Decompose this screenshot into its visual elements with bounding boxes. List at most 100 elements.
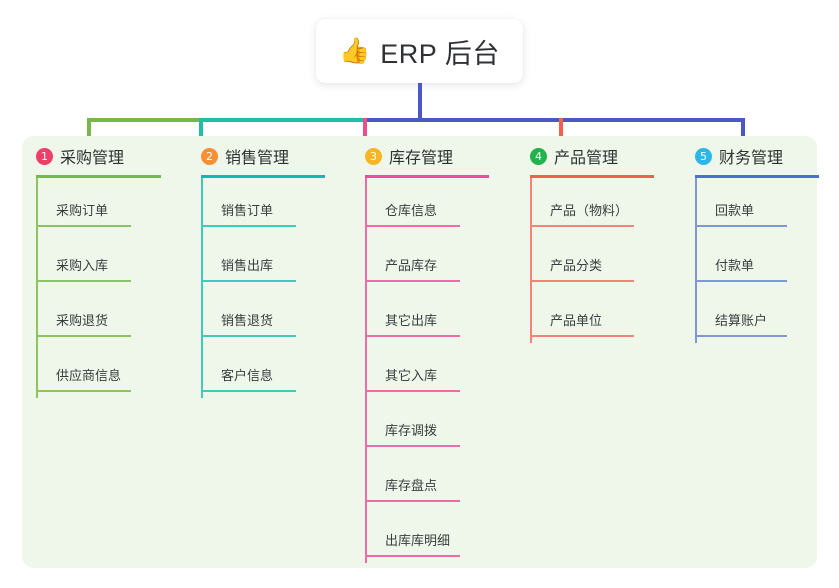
bus-segment-2 [199,118,363,122]
branch-item-underline [36,225,131,227]
branch-item[interactable]: 客户信息 [187,343,325,398]
branch-badge-5: 5 [695,147,712,165]
branch-item[interactable]: 库存盘点 [351,453,489,508]
branch-item[interactable]: 销售出库 [187,233,325,288]
branch-item[interactable]: 销售订单 [187,178,325,233]
trunk-connector [418,83,422,120]
branch-title-5: 财务管理 [719,150,784,167]
branch-item-underline [530,335,634,337]
branch-item-underline [695,335,787,337]
branch-item-list-2: 销售订单销售出库销售退货客户信息 [187,178,325,398]
bus-segment-5 [559,118,745,122]
branch-item-underline [201,390,296,392]
branch-item-underline [530,225,634,227]
branch-spine-4 [530,178,532,343]
root-title: ERP 后台 [380,38,500,69]
branch-underline-4 [530,175,654,178]
branch-badge-2: 2 [201,147,218,165]
branch-header-2[interactable]: 2 销售管理 [187,144,325,168]
branch-item-label: 产品单位 [550,313,603,328]
branch-item-list-5: 回款单付款单结算账户 [681,178,819,343]
branch-spine-3 [365,178,367,563]
branch-title-1: 采购管理 [60,150,125,167]
branch-item-label: 库存盘点 [385,478,438,493]
branch-item-underline [36,390,131,392]
branch-item-label: 回款单 [715,203,755,218]
diagram-panel [22,136,817,568]
root-node-card[interactable]: 👍 ERP 后台 [316,19,523,83]
branch-spine-5 [695,178,697,343]
branch-item-label: 采购退货 [56,313,109,328]
branch-item[interactable]: 其它入库 [351,343,489,398]
branch-item[interactable]: 产品单位 [516,288,654,343]
branch-item-label: 销售出库 [221,258,274,273]
branch-item-label: 采购订单 [56,203,109,218]
branch-item-underline [201,225,296,227]
branch-item-label: 出库库明细 [385,533,451,548]
branch-item[interactable]: 采购订单 [22,178,161,233]
branch-item[interactable]: 库存调拨 [351,398,489,453]
branch-item-label: 销售订单 [221,203,274,218]
branch-underline-3 [365,175,489,178]
branch-item-list-1: 采购订单采购入库采购退货供应商信息 [22,178,161,398]
branch-item[interactable]: 销售退货 [187,288,325,343]
branch-column-5: 5 财务管理回款单付款单结算账户 [681,144,819,343]
branch-item-underline [365,445,460,447]
branch-item-underline [365,280,460,282]
branch-item-label: 供应商信息 [56,368,122,383]
bus-segment-1 [87,118,199,122]
branch-item-underline [201,335,296,337]
branch-header-5[interactable]: 5 财务管理 [681,144,819,168]
branch-item-underline [36,335,131,337]
branch-item-underline [365,500,460,502]
branch-underline-5 [695,175,819,178]
branch-item[interactable]: 采购退货 [22,288,161,343]
branch-item-underline [695,280,787,282]
bus-segment-3 [363,118,423,122]
branch-item[interactable]: 采购入库 [22,233,161,288]
branch-item[interactable]: 付款单 [681,233,819,288]
branch-item[interactable]: 其它出库 [351,288,489,343]
branch-title-2: 销售管理 [225,150,290,167]
branch-item[interactable]: 结算账户 [681,288,819,343]
branch-item-underline [36,280,131,282]
branch-item[interactable]: 产品（物料） [516,178,654,233]
branch-item-label: 库存调拨 [385,423,438,438]
branch-column-3: 3 库存管理仓库信息产品库存其它出库其它入库库存调拨库存盘点出库库明细 [351,144,489,563]
branch-item-label: 产品（物料） [550,203,629,218]
branch-item[interactable]: 回款单 [681,178,819,233]
branch-item-underline [530,280,634,282]
branch-item-label: 销售退货 [221,313,274,328]
branch-header-3[interactable]: 3 库存管理 [351,144,489,168]
branch-spine-2 [201,178,203,398]
branch-item-underline [365,225,460,227]
bus-segment-4 [423,118,559,122]
branch-title-3: 库存管理 [389,150,454,167]
branch-spine-1 [36,178,38,398]
branch-item[interactable]: 供应商信息 [22,343,161,398]
branch-item-label: 结算账户 [715,313,768,328]
branch-item-label: 产品库存 [385,258,438,273]
branch-item-label: 采购入库 [56,258,109,273]
branch-item-label: 付款单 [715,258,755,273]
branch-item-underline [365,555,460,557]
branch-item[interactable]: 仓库信息 [351,178,489,233]
branch-item-label: 其它出库 [385,313,438,328]
branch-column-2: 2 销售管理销售订单销售出库销售退货客户信息 [187,144,325,398]
branch-item-label: 仓库信息 [385,203,438,218]
branch-item-label: 客户信息 [221,368,274,383]
branch-item-underline [201,280,296,282]
branch-underline-1 [36,175,161,178]
branch-badge-3: 3 [365,147,382,165]
branch-item[interactable]: 产品分类 [516,233,654,288]
branch-item-list-4: 产品（物料） 产品分类产品单位 [516,178,654,343]
branch-item-underline [365,335,460,337]
branch-item[interactable]: 出库库明细 [351,508,489,563]
branch-item-label: 产品分类 [550,258,603,273]
branch-item-list-3: 仓库信息产品库存其它出库其它入库库存调拨库存盘点出库库明细 [351,178,489,563]
branch-item[interactable]: 产品库存 [351,233,489,288]
